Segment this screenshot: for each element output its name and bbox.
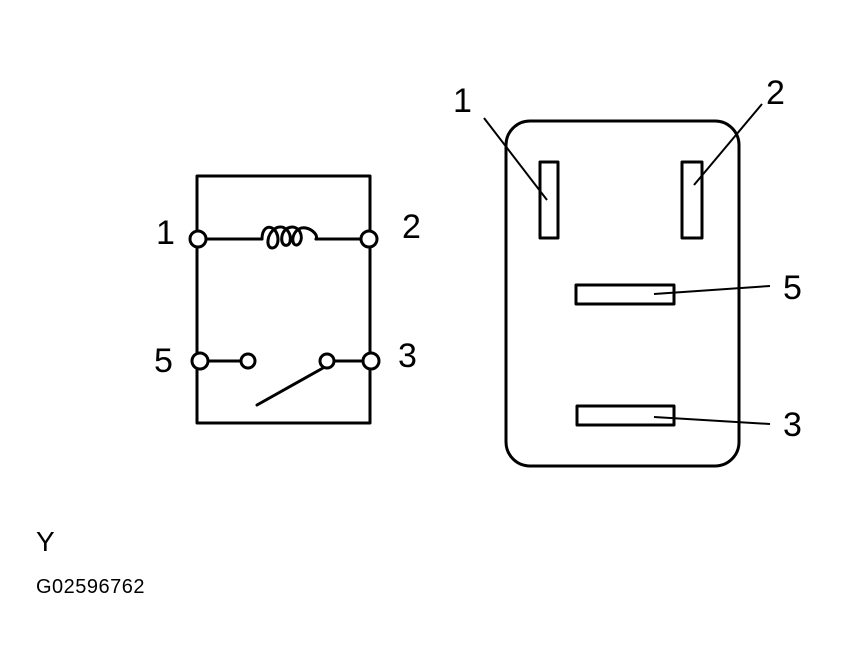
connector-label-1: 1 <box>453 82 472 120</box>
switch-blade <box>255 366 325 407</box>
view-letter: Y <box>36 526 55 557</box>
leader-line-5 <box>653 285 771 295</box>
figure-code: G02596762 <box>36 576 146 598</box>
connector-body <box>504 119 741 468</box>
coil-symbol <box>260 225 318 250</box>
leader-line-2 <box>693 103 763 186</box>
schematic-contact-nc <box>239 352 257 370</box>
connector-label-3: 3 <box>783 406 802 444</box>
schematic-label-5: 5 <box>154 342 173 380</box>
connector-label-5: 5 <box>783 269 802 307</box>
schematic-node-3 <box>361 351 381 371</box>
connector-pin-5 <box>574 283 676 306</box>
schematic-frame <box>195 174 372 425</box>
connector-pin-3 <box>575 404 676 427</box>
leader-line-3 <box>653 416 771 425</box>
schematic-label-1: 1 <box>156 214 175 252</box>
connector-label-2: 2 <box>766 74 785 112</box>
relay-connector <box>483 103 771 468</box>
leader-line-1 <box>483 117 548 201</box>
schematic-contact-common <box>318 352 336 370</box>
relay-schematic <box>188 174 381 425</box>
connector-pin-2 <box>680 160 704 240</box>
schematic-node-1 <box>188 229 208 249</box>
schematic-label-3: 3 <box>398 337 417 375</box>
schematic-node-2 <box>359 229 379 249</box>
schematic-label-2: 2 <box>402 208 421 246</box>
schematic-node-5 <box>190 351 210 371</box>
connector-pin-1 <box>538 160 560 240</box>
